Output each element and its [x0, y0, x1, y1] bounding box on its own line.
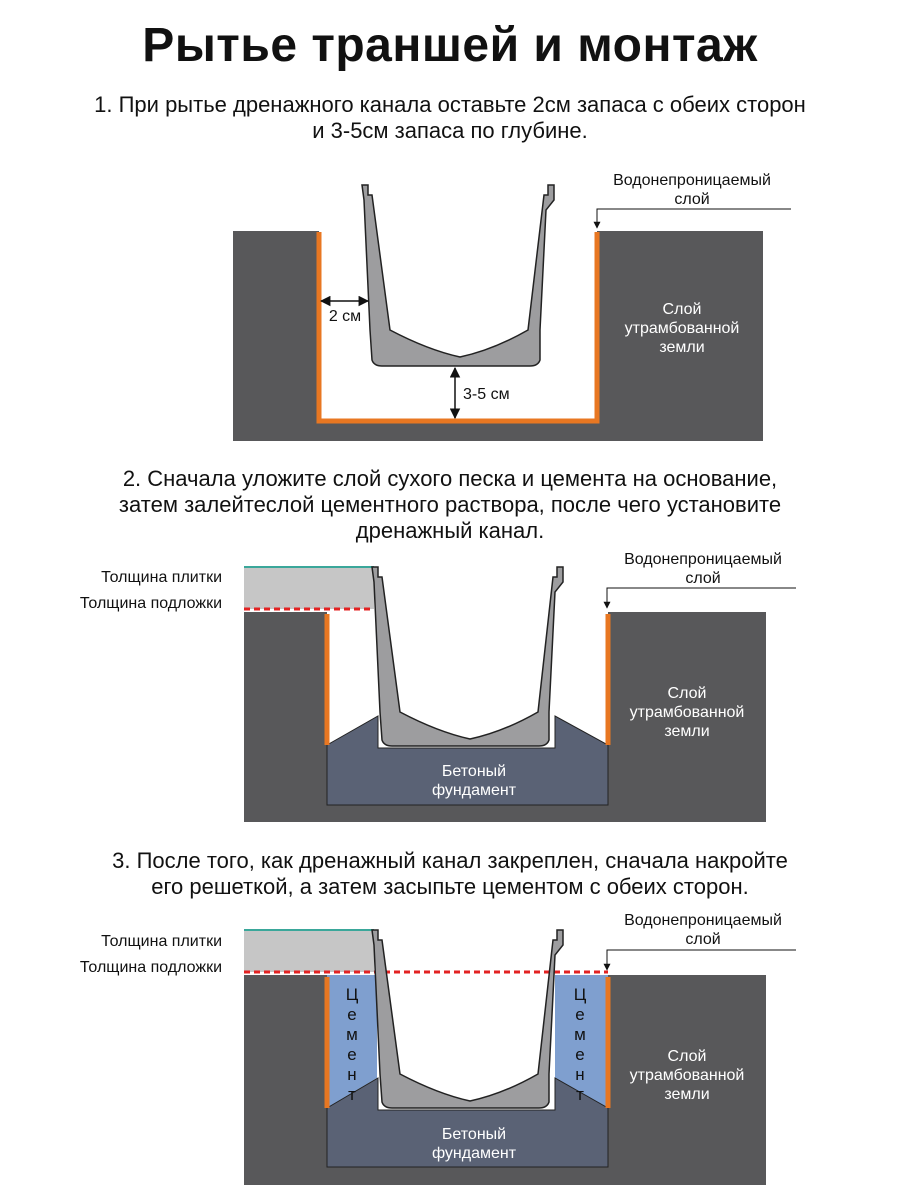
cement-fill-right: [555, 975, 608, 1108]
cement-letter: м: [574, 1025, 586, 1044]
gap-side-label: 2 см: [329, 308, 361, 325]
drain-channel: [371, 929, 564, 1109]
step-3-line-1: 3. После того, как дренажный канал закре…: [112, 848, 788, 873]
step-3-line-2: его решеткой, а затем засыпьте цементом …: [151, 874, 749, 899]
waterproof-leader: [593, 208, 791, 229]
waterproof-label-line-1: Водонепроницаемый: [624, 912, 782, 929]
soil-block: [233, 231, 763, 441]
soil-block: [244, 975, 766, 1185]
concrete-foundation: [326, 715, 609, 806]
soil-label-line-1: Слой: [668, 685, 707, 702]
waterproof-leader: [603, 949, 796, 971]
tile-layer: [244, 930, 374, 972]
cement-letter: т: [576, 1085, 584, 1104]
step-2-line-2: затем залейтеслой цементного раствора, п…: [118, 492, 782, 517]
step-3-text: 3. После того, как дренажный канал закре…: [20, 848, 880, 900]
drain-channel: [371, 566, 564, 747]
foundation-label-line-2: фундамент: [432, 1145, 517, 1162]
soil-label-line-3: земли: [659, 339, 704, 356]
foundation-label-line-1: Бетоный: [442, 763, 506, 780]
cement-letter: Ц: [574, 985, 587, 1004]
cement-letter: е: [347, 1045, 356, 1064]
waterproof-label-line-2: слой: [685, 931, 720, 948]
cement-letter: е: [575, 1005, 584, 1024]
soil-block: [244, 612, 766, 822]
base-thickness-label: Толщина подложки: [80, 595, 222, 612]
foundation-label-line-1: Бетоный: [442, 1126, 506, 1143]
step-1-line-1: 1. При рытье дренажного канала оставьте …: [94, 92, 806, 117]
tile-layer: [244, 567, 374, 609]
step-1-text: 1. При рытье дренажного канала оставьте …: [20, 92, 880, 144]
diagram-1: 2 см 3-5 см Водонепроницаемый слой Слой …: [233, 172, 791, 441]
cement-letter: н: [575, 1065, 584, 1084]
waterproof-layer: [316, 232, 600, 424]
cement-letter: т: [348, 1085, 356, 1104]
cement-fill-left: [327, 975, 377, 1108]
tile-thickness-label: Толщина плитки: [101, 569, 222, 586]
waterproof-label-line-2: слой: [685, 570, 720, 587]
step-1-line-2: и 3-5см запаса по глубине.: [312, 118, 588, 143]
base-thickness-label: Толщина подложки: [80, 959, 222, 976]
cement-label-left: Ц е м е н т: [346, 985, 359, 1104]
gap-depth-label: 3-5 см: [463, 386, 510, 403]
soil-label-line-2: утрамбованной: [625, 320, 740, 337]
soil-label-line-1: Слой: [668, 1048, 707, 1065]
diagram-2: Толщина плитки Толщина подложки Бетоный …: [80, 551, 796, 822]
step-2-line-3: дренажный канал.: [355, 518, 545, 543]
step-2-text: 2. Сначала уложите слой сухого песка и ц…: [20, 466, 880, 544]
waterproof-label-line-1: Водонепроницаемый: [624, 551, 782, 568]
foundation-label-line-2: фундамент: [432, 782, 517, 799]
soil-label-line-1: Слой: [663, 301, 702, 318]
cement-letter: е: [347, 1005, 356, 1024]
waterproof-leader: [603, 587, 796, 609]
waterproof-label-line-2: слой: [674, 191, 709, 208]
soil-label-line-3: земли: [664, 1086, 709, 1103]
cement-letter: н: [347, 1065, 356, 1084]
cement-letter: м: [346, 1025, 358, 1044]
step-2-line-1: 2. Сначала уложите слой сухого песка и ц…: [122, 466, 778, 491]
cement-label-right: Ц е м е н т: [574, 985, 587, 1104]
soil-label-line-3: земли: [664, 723, 709, 740]
cement-letter: Ц: [346, 985, 359, 1004]
page-title: Рытье траншей и монтаж: [142, 19, 758, 72]
tile-thickness-label: Толщина плитки: [101, 933, 222, 950]
diagram-3: Толщина плитки Толщина подложки Ц е м е …: [80, 912, 796, 1185]
waterproof-label-line-1: Водонепроницаемый: [613, 172, 771, 189]
soil-label-line-2: утрамбованной: [630, 704, 745, 721]
cement-letter: е: [575, 1045, 584, 1064]
concrete-foundation: [326, 1077, 609, 1168]
drain-channel: [361, 184, 555, 367]
soil-label-line-2: утрамбованной: [630, 1067, 745, 1084]
